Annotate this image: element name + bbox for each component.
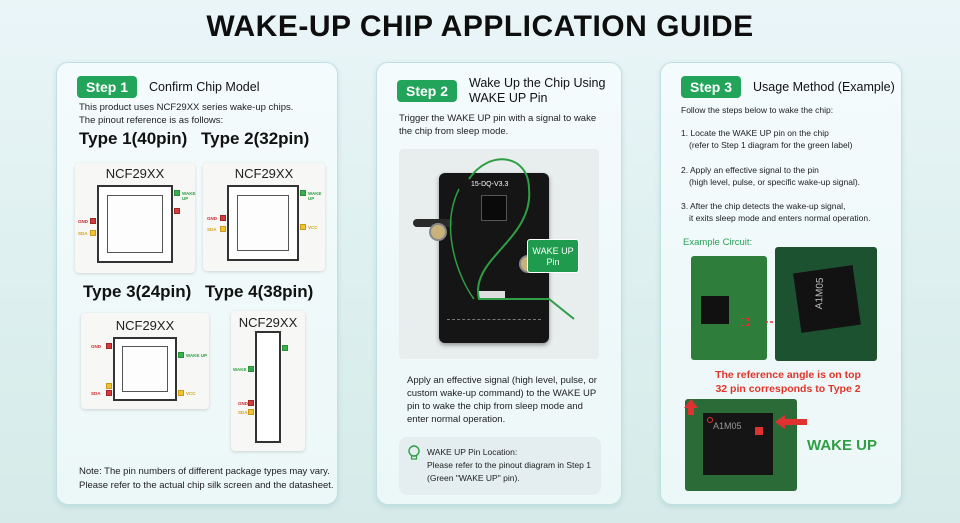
chip-closeup-photo: A1M05 bbox=[685, 399, 797, 491]
step2-title-line1: Wake Up the Chip Using bbox=[469, 76, 606, 90]
step1-intro: This product uses NCF29XX series wake-up… bbox=[79, 102, 294, 113]
step3-s1a: 1. Locate the WAKE UP pin on the chip bbox=[681, 128, 829, 138]
step1-header: Step 1 Confirm Chip Model bbox=[77, 76, 259, 98]
type1-sda-tag: SDA bbox=[78, 231, 88, 236]
red-left-arrow bbox=[775, 415, 807, 429]
type4-chip-body bbox=[255, 331, 281, 443]
tip-line2: (Green "WAKE UP" pin). bbox=[427, 473, 520, 483]
step3-s3a: 3. After the chip detects the wake-up si… bbox=[681, 201, 846, 211]
type3-chip-name: NCF29XX bbox=[115, 318, 175, 333]
red-up-arrow bbox=[684, 399, 698, 415]
wake-up-pin-callout: WAKE UP Pin bbox=[527, 239, 579, 273]
type1-wake-tag: WAKE UP bbox=[182, 191, 196, 201]
type4-gnd-tag: GND bbox=[238, 401, 248, 406]
step3-s3b: it exits sleep mode and enters normal op… bbox=[689, 213, 871, 223]
step3-s2b: (high level, pulse, or specific wake-up … bbox=[689, 177, 861, 187]
page-title: WAKE-UP CHIP APPLICATION GUIDE bbox=[206, 10, 754, 43]
type2-gnd-tag: GND bbox=[207, 216, 217, 221]
step3-panel: Step 3 Usage Method (Example) Follow the… bbox=[660, 62, 902, 505]
wake-callout-line2: Pin bbox=[546, 257, 560, 267]
reference-note-line1: The reference angle is on top bbox=[715, 369, 861, 381]
step1-note2: Please refer to the actual chip silk scr… bbox=[79, 480, 334, 491]
type2-vcc-tag: VCC bbox=[308, 225, 318, 230]
tip-line1: Please refer to the pinout diagram in St… bbox=[427, 460, 591, 470]
reference-note: The reference angle is on top 32 pin cor… bbox=[683, 368, 893, 396]
tip-box: WAKE UP Pin Location: Please refer to th… bbox=[399, 437, 601, 495]
type3-vcc-tag: VCC bbox=[186, 391, 196, 396]
step3-s2a: 2. Apply an effective signal to the pin bbox=[681, 165, 819, 175]
reference-note-line2: 32 pin corresponds to Type 2 bbox=[715, 383, 861, 395]
type1-diagram: NCF29XX WAKE UP GND SDA bbox=[75, 163, 196, 273]
chip-zoom-photo: A1M05 bbox=[775, 247, 877, 361]
type2-wake-tag: WAKE UP bbox=[308, 191, 322, 201]
step2-header: Step 2 Wake Up the Chip Using WAKE UP Pi… bbox=[397, 76, 605, 106]
step3-intro: Follow the steps below to wake the chip: bbox=[681, 105, 834, 115]
green-wire bbox=[449, 158, 575, 320]
step1-badge: Step 1 bbox=[77, 76, 138, 98]
type3-diagram: NCF29XX GND WAKE UP SDA VCC bbox=[81, 313, 209, 409]
step2-badge: Step 2 bbox=[397, 80, 458, 102]
step2-title: Wake Up the Chip Using WAKE UP Pin bbox=[469, 76, 605, 106]
tip-title: WAKE UP Pin Location: bbox=[427, 447, 518, 457]
key-pcb-photo bbox=[691, 256, 767, 360]
type2-sda-tag: SDA bbox=[207, 227, 217, 232]
type2-label: Type 2(32pin) bbox=[201, 129, 310, 148]
step3-s1b: (refer to Step 1 diagram for the green l… bbox=[689, 140, 853, 150]
type2-diagram: NCF29XX WAKE UP GND SDA VCC bbox=[203, 163, 325, 271]
example-circuit-label: Example Circuit: bbox=[683, 237, 753, 248]
type4-diagram: NCF29XX WAKE UP GND SDA bbox=[231, 311, 305, 451]
lightbulb-icon bbox=[408, 445, 420, 460]
type2-chip-name: NCF29XX bbox=[234, 166, 294, 181]
step2-apply2: custom wake-up command) to the WAKE UP bbox=[407, 388, 597, 399]
step2-title-line2: WAKE UP Pin bbox=[469, 91, 548, 105]
type3-wake-tag: WAKE UP bbox=[186, 353, 208, 358]
step1-note1: Note: The pin numbers of different packa… bbox=[79, 466, 330, 477]
step3-header: Step 3 Usage Method (Example) bbox=[681, 76, 895, 98]
chip-marking-zoom: A1M05 bbox=[813, 277, 827, 310]
type1-label: Type 1(40pin) bbox=[79, 129, 188, 148]
step2-intro1: Trigger the WAKE UP pin with a signal to… bbox=[399, 113, 597, 124]
step2-apply1: Apply an effective signal (high level, p… bbox=[407, 375, 597, 386]
wake-callout-line1: WAKE UP bbox=[532, 246, 574, 256]
step1-title: Confirm Chip Model bbox=[149, 79, 260, 94]
type4-wake-tag: WAKE UP bbox=[233, 367, 255, 372]
type3-label: Type 3(24pin) bbox=[83, 282, 192, 301]
dashed-arrow bbox=[765, 321, 781, 323]
type4-label: Type 4(38pin) bbox=[205, 282, 314, 301]
step3-title: Usage Method (Example) bbox=[753, 79, 895, 94]
step2-apply3: pin to wake the chip from sleep mode and bbox=[407, 401, 583, 412]
wake-up-label: WAKE UP bbox=[807, 437, 878, 454]
type1-gnd-tag: GND bbox=[78, 219, 88, 224]
board-label: 15-DQ-V3.3 bbox=[471, 181, 509, 188]
step1-intro2: The pinout reference is as follows: bbox=[79, 115, 224, 126]
chip-marking-closeup: A1M05 bbox=[713, 421, 742, 431]
type1-chip-body bbox=[97, 185, 173, 263]
step1-panel: Step 1 Confirm Chip Model This product u… bbox=[56, 62, 338, 505]
type4-chip-name: NCF29XX bbox=[238, 315, 298, 330]
type3-chip-body bbox=[113, 337, 177, 401]
type2-chip-body bbox=[227, 185, 299, 261]
step2-intro2: the chip from sleep mode. bbox=[399, 126, 509, 137]
type3-gnd-tag: GND bbox=[91, 344, 101, 349]
type3-sda-tag: SDA bbox=[91, 391, 101, 396]
step2-apply4: enter normal operation. bbox=[407, 414, 506, 425]
type1-chip-name: NCF29XX bbox=[105, 166, 165, 181]
type4-sda-tag: SDA bbox=[238, 410, 248, 415]
step2-panel: Step 2 Wake Up the Chip Using WAKE UP Pi… bbox=[376, 62, 622, 505]
step3-badge: Step 3 bbox=[681, 76, 742, 98]
